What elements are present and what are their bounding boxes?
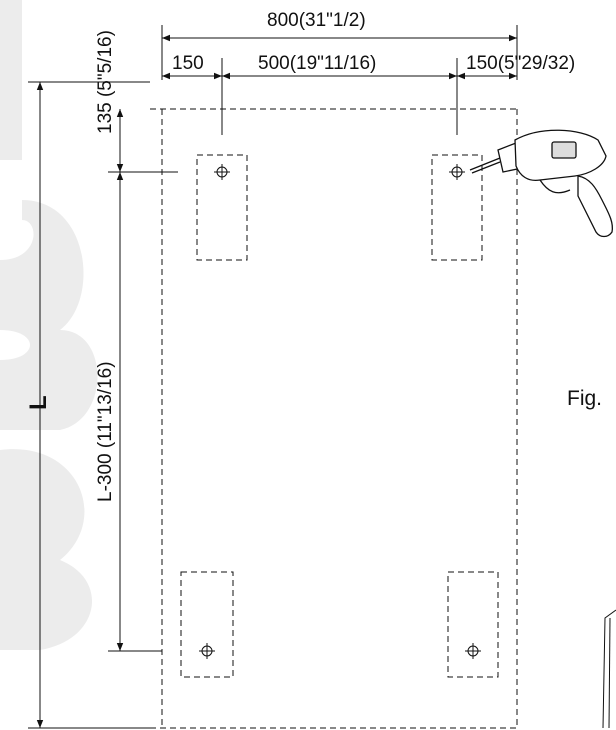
hole-marker-bottom-right xyxy=(465,643,481,659)
hole-spacing-label: 500(19"11/16) xyxy=(258,53,376,74)
panel-outline xyxy=(150,108,518,729)
left-offset-label: 150 xyxy=(172,53,204,74)
hole-marker-bottom-left xyxy=(199,643,215,659)
top-dimensions xyxy=(161,25,518,135)
watermark-logo xyxy=(0,0,98,650)
bracket-top-left xyxy=(196,154,248,261)
bracket-bottom-left xyxy=(180,571,234,678)
left-dimensions xyxy=(28,81,178,729)
hole-vertical-spacing-label: L-300 (11"13/16) xyxy=(95,361,116,502)
bracket-top-right xyxy=(431,154,483,261)
total-width-label: 800(31"1/2) xyxy=(267,10,366,31)
drill-icon xyxy=(469,129,614,238)
bracket-bottom-right xyxy=(447,571,499,678)
top-offset-label: 135 (5"5/16) xyxy=(95,30,116,134)
total-length-label: L xyxy=(25,395,52,410)
hole-marker-top-right xyxy=(449,164,465,180)
figure-label: Fig. xyxy=(567,387,602,410)
hole-marker-top-left xyxy=(214,164,230,180)
right-offset-label: 150(5"29/32) xyxy=(466,53,575,74)
partial-object xyxy=(602,609,616,729)
